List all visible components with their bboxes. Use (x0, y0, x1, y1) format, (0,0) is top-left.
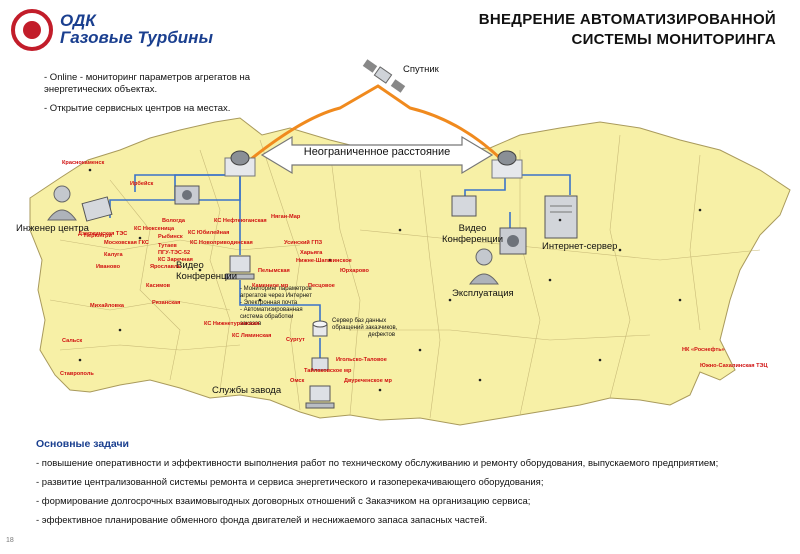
video-conference-right-label: Видео Конференции (442, 223, 503, 245)
city-label: Каменное мр (252, 283, 289, 289)
city-label: Тутаев (158, 243, 177, 249)
city-label: Рязанская (152, 300, 181, 306)
city-label: Игольско-Таловое (336, 357, 387, 363)
video-conference-left-label: Видео Конференции (176, 260, 238, 282)
monitoring-note: заказов (240, 321, 262, 327)
city-label: КС Заречная (158, 257, 193, 263)
satellite-icon (362, 59, 406, 93)
city-label: Ставрополь (60, 371, 94, 377)
city-label: Двуреченское мр (344, 378, 392, 384)
computer-monitor-icon (225, 255, 255, 280)
city-label: Дзержинская ТЭС (78, 231, 128, 237)
city-label: Нижне-Шапшинское (296, 258, 352, 264)
title-line-2: СИСТЕМЫ МОНИТОРИНГА (571, 31, 776, 48)
city-label: Сальск (62, 338, 83, 344)
video-camera-right-icon (499, 227, 527, 255)
db-server-line: обращений заказчиков, (332, 325, 398, 331)
city-label: Рыбинск (158, 234, 183, 240)
russia-map-shape (29, 117, 791, 426)
video-phone-left-icon (81, 196, 113, 222)
city-label: Нерюнгри (84, 233, 112, 239)
engineering-center-label: Инженер центра (16, 223, 89, 234)
city-label: Московская ГКС (104, 240, 149, 246)
monitoring-note: - Мониторинг параметров (240, 286, 312, 292)
db-server-line: Сервер баз данных (332, 318, 387, 324)
city-label: Михайловка (90, 303, 125, 309)
main-tasks-section: Основные задачи - повышение оперативност… (36, 438, 776, 534)
city-label: Няган-Мар (271, 214, 301, 220)
city-label: Ярославль (150, 264, 181, 270)
unlimited-distance-arrow (260, 135, 494, 175)
city-label: Иваново (96, 264, 121, 270)
page-number: 18 (6, 537, 14, 544)
video-camera-left-icon (174, 185, 200, 205)
dish-antenna-left-icon (224, 150, 256, 177)
region-borders (49, 134, 761, 419)
task-item: - формирование долгосрочных взаимовыгодн… (36, 496, 531, 507)
city-label: Краснокаменск (62, 160, 105, 166)
operation-label: Эксплуатация (452, 288, 514, 299)
satellite-link-arrow (239, 84, 504, 170)
city-label: КС Нижнетуринская (204, 321, 260, 327)
intro-bullets: - Online - мониторинг параметров агрегат… (44, 72, 294, 122)
video-conference-right-line-2: Конференции (442, 234, 504, 245)
city-label: Харьяга (300, 250, 323, 256)
factory-services-label: Службы завода (212, 385, 282, 396)
city-label: Южно-Сахалинская ТЭЦ (700, 363, 768, 369)
intro-bullet: - Online - мониторинг параметров агрегат… (44, 72, 251, 95)
city-dots (78, 168, 702, 392)
slide-title: ВНЕДРЕНИЕ АВТОМАТИЗИРОВАННОЙ СИСТЕМЫ МОН… (479, 10, 776, 50)
company-logo-text: ОДК Газовые Турбины (60, 12, 213, 46)
city-label: Пелымская (258, 268, 290, 274)
internet-server-icon (544, 195, 578, 239)
task-item: - развитие централизованной системы ремо… (36, 477, 544, 488)
city-label: КС Нюксеница (134, 226, 175, 232)
monitoring-note: агрегатов через Интернет (240, 293, 312, 299)
unlimited-distance-label: Неограниченное расстояние (303, 146, 451, 158)
city-label: Тайлаковское мр (304, 368, 352, 374)
intro-bullet: - Открытие сервисных центров на местах. (44, 103, 231, 114)
database-icon (312, 320, 328, 337)
city-label: Омск (290, 378, 305, 384)
city-label: Ирбейск (130, 181, 154, 187)
company-logo-icon (11, 9, 53, 51)
dish-antenna-right-icon (491, 150, 523, 179)
db-server-label: Сервер баз данных обращений заказчиков, … (332, 318, 397, 339)
db-computer-icon (311, 357, 329, 371)
task-item: - повышение оперативности и эффективност… (36, 458, 719, 469)
monitoring-note: система обработки (240, 314, 294, 320)
title-line-1: ВНЕДРЕНИЕ АВТОМАТИЗИРОВАННОЙ (478, 11, 776, 28)
monitoring-note: - Автоматизированная (240, 307, 303, 313)
task-item: - эффективное планирование обменного фон… (36, 515, 488, 526)
main-tasks-title: Основные задачи (36, 438, 129, 450)
monitoring-notes: - Мониторинг параметров агрегатов через … (240, 286, 312, 328)
video-phone-right-icon (451, 195, 477, 217)
city-label: Сургут (286, 337, 305, 343)
logo-line-1: ОДК (60, 11, 96, 30)
city-label: Калуга (104, 252, 123, 258)
city-label: Юрхарово (340, 268, 369, 274)
city-label: Песцовое (308, 283, 335, 289)
factory-computer-icon (305, 385, 335, 409)
city-label: Усинский ГПЗ (284, 240, 323, 246)
engineer-person-icon (47, 185, 77, 221)
monitoring-note: - Электронная почта (240, 300, 298, 306)
city-label: НК «Роснефть» (682, 347, 725, 353)
city-label: КС Юбилейная (188, 230, 230, 236)
city-label: КС Новоприводинская (190, 240, 253, 246)
internet-server-label: Интернет-сервер (542, 241, 618, 252)
db-server-line: дефектов (368, 332, 396, 338)
city-label: КС Нефтеюганская (214, 218, 267, 224)
logo-line-2: Газовые Турбины (60, 28, 213, 47)
operation-person-icon (469, 248, 499, 285)
satellite-label: Спутник (403, 64, 439, 75)
city-label: КС Ляминская (232, 333, 272, 339)
video-conference-right-line-1: Видео (458, 223, 487, 234)
city-label: ПГУ-ТЭС-52 (158, 250, 191, 256)
city-label: Касимов (146, 283, 171, 289)
city-label: Вологда (162, 218, 185, 224)
